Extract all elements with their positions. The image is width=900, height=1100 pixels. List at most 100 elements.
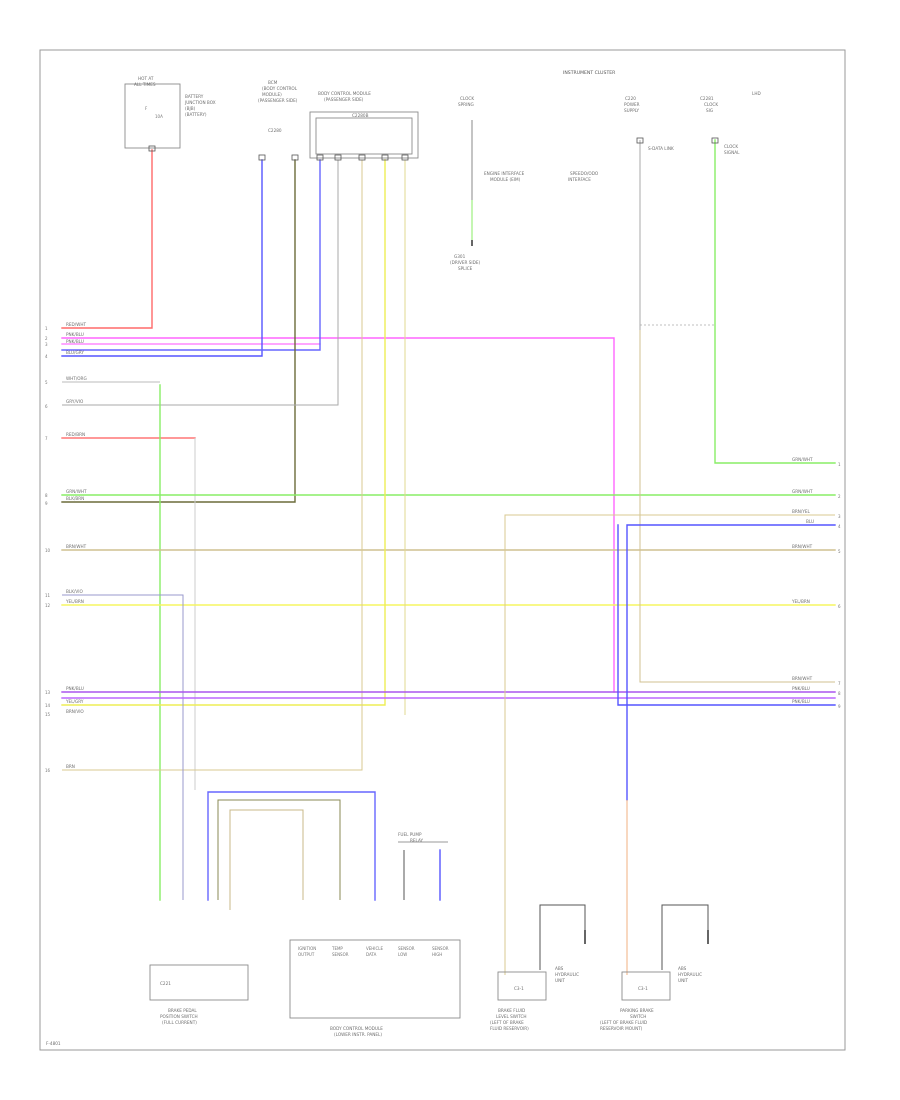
fuse-rating: 10A (155, 114, 163, 119)
svg-text:1: 1 (838, 462, 841, 467)
svg-text:TEMP: TEMP (331, 946, 343, 951)
motor1-id: C3-1 (514, 986, 524, 991)
svg-text:8: 8 (838, 691, 841, 696)
motor2-id: C3-1 (638, 986, 648, 991)
wire-blue-bottom (207, 791, 376, 901)
svg-text:SENSOR: SENSOR (432, 946, 449, 951)
svg-text:LOW: LOW (398, 952, 407, 957)
left-wire-labels: 1 RED/WHT 2 PNK/BLU 3 PNK/BLU 4 BLU/GRY … (45, 322, 87, 773)
sensor1-gnd-3: SPLICE (458, 266, 473, 271)
cluster-right-2: CLOCK (704, 102, 718, 107)
svg-text:HIGH: HIGH (432, 952, 442, 957)
mid-note-2: INTERFACE (568, 177, 591, 182)
sensor1-note-2: MODULE (EIM) (490, 177, 521, 182)
wire-tan-motor1 (504, 514, 835, 975)
svg-text:12: 12 (45, 603, 51, 608)
svg-text:6: 6 (838, 604, 841, 609)
svg-text:7: 7 (45, 436, 48, 441)
connector-ticks (148, 137, 719, 161)
svg-text:BLK/VIO: BLK/VIO (66, 589, 83, 594)
svg-text:BRN/WHT: BRN/WHT (66, 544, 87, 549)
sensor1-1: CLOCK (460, 96, 474, 101)
bpp-label-3: (FULL CURRENT) (162, 1020, 197, 1025)
conn-block-2: (PASSENGER SIDE) (324, 97, 364, 102)
sensor1-gnd-1: G301 (454, 254, 466, 259)
bpp-label-1: BRAKE PEDAL (168, 1008, 197, 1013)
svg-text:PNK/BLU: PNK/BLU (66, 339, 84, 344)
fuel-pump-2: RELAY (410, 838, 424, 843)
bcm-top-4: (PASSENGER SIDE) (258, 98, 298, 103)
wire-blue-motor2 (626, 524, 836, 801)
wire-yellow-2 (61, 159, 386, 706)
bottom-corner-id: F-4801 (46, 1041, 61, 1046)
svg-text:8: 8 (45, 493, 48, 498)
svg-text:2: 2 (838, 494, 841, 499)
sensor1-gnd-2: (DRIVER SIDE) (450, 260, 481, 265)
wire-tan-right (639, 330, 835, 683)
wire-blue-2 (61, 159, 321, 351)
svg-text:BRN/WHT: BRN/WHT (792, 676, 813, 681)
cluster-right-note-2: SIGNAL (724, 150, 740, 155)
svg-text:WHT/ORG: WHT/ORG (66, 376, 87, 381)
svg-text:PNK/BLU: PNK/BLU (792, 699, 810, 704)
motor1-label-4: FLUID RESERVOIR) (490, 1026, 529, 1031)
cluster-title: INSTRUMENT CLUSTER (563, 70, 616, 76)
motor1-box (497, 971, 547, 1001)
motor2-side-1: ABS (678, 966, 687, 971)
cluster-left-note: S-DATA LINK (648, 146, 674, 151)
motor2-side-3: UNIT (678, 978, 688, 983)
hot-label-2: ALL TIMES (134, 82, 156, 87)
wire-tan-bottom2 (229, 809, 304, 910)
wires (61, 120, 836, 975)
svg-text:RED/WHT: RED/WHT (66, 322, 86, 327)
svg-text:PNK/BLU: PNK/BLU (66, 332, 84, 337)
motor2-label-3: (LEFT OF BRAKE FLUID (600, 1020, 647, 1025)
svg-text:RED/BRN: RED/BRN (66, 432, 85, 437)
conn-block-1: BODY CONTROL MODULE (318, 91, 371, 96)
cluster-left-2: POWER (624, 102, 640, 107)
bcm-bottom-box (289, 939, 461, 1019)
cluster-right-3: SIG (706, 108, 713, 113)
bcm-top-1: BCM (268, 80, 278, 85)
wire-pink-long (61, 337, 615, 693)
bjb-label-2: JUNCTION BOX (184, 100, 216, 105)
right-wire-labels: GRN/WHT 1 GRN/WHT 2 BRN/YEL 3 BLU 4 BRN/… (791, 457, 841, 709)
bpp-label-2: POSITION SWITCH (160, 1014, 198, 1019)
svg-text:GRN/WHT: GRN/WHT (792, 457, 813, 462)
bpp-box-id: C221 (160, 981, 171, 986)
wire-olive-bottom (217, 799, 341, 900)
cluster-left-1: C220 (625, 96, 636, 101)
svg-text:9: 9 (45, 501, 48, 506)
svg-text:BRN/WHT: BRN/WHT (792, 544, 813, 549)
svg-text:BLU: BLU (806, 519, 814, 524)
motor1-label-3: (LEFT OF BRAKE (490, 1020, 524, 1025)
bjb-label-3: (BJB) (185, 106, 196, 111)
wire-grey-1 (62, 160, 339, 406)
bcm-bottom-1: BODY CONTROL MODULE (330, 1026, 383, 1031)
bjb-label-4: (BATTERY) (185, 112, 207, 117)
svg-text:BLU/GRY: BLU/GRY (66, 350, 84, 355)
svg-text:5: 5 (45, 380, 48, 385)
fuel-pump-1: FUEL PUMP (398, 832, 422, 837)
svg-text:5: 5 (838, 549, 841, 554)
wire-red-fuse (61, 149, 153, 329)
fuse-box (124, 83, 181, 149)
wire-olive (61, 159, 296, 503)
svg-text:9: 9 (838, 704, 841, 709)
conn-block-id: C2280B (352, 113, 369, 118)
svg-text:DATA: DATA (366, 952, 377, 957)
sensor1-2: SPRING (458, 102, 474, 107)
svg-text:10: 10 (45, 548, 51, 553)
motor2-label-4: RESERVOIR MOUNT) (600, 1026, 643, 1031)
cluster-right-note-1: CLOCK (724, 144, 738, 149)
svg-text:6: 6 (45, 404, 48, 409)
svg-text:VEHICLE: VEHICLE (366, 946, 383, 951)
sensor1-note-1: ENGINE INTERFACE (484, 171, 525, 176)
svg-text:11: 11 (45, 593, 51, 598)
svg-text:13: 13 (45, 690, 51, 695)
top-right-note: LHD (752, 91, 761, 96)
svg-text:BRN: BRN (66, 764, 75, 769)
wire-blue-3 (617, 524, 836, 706)
svg-text:OUTPUT: OUTPUT (298, 952, 315, 957)
bcm-top-connector: C2280 (268, 128, 282, 133)
